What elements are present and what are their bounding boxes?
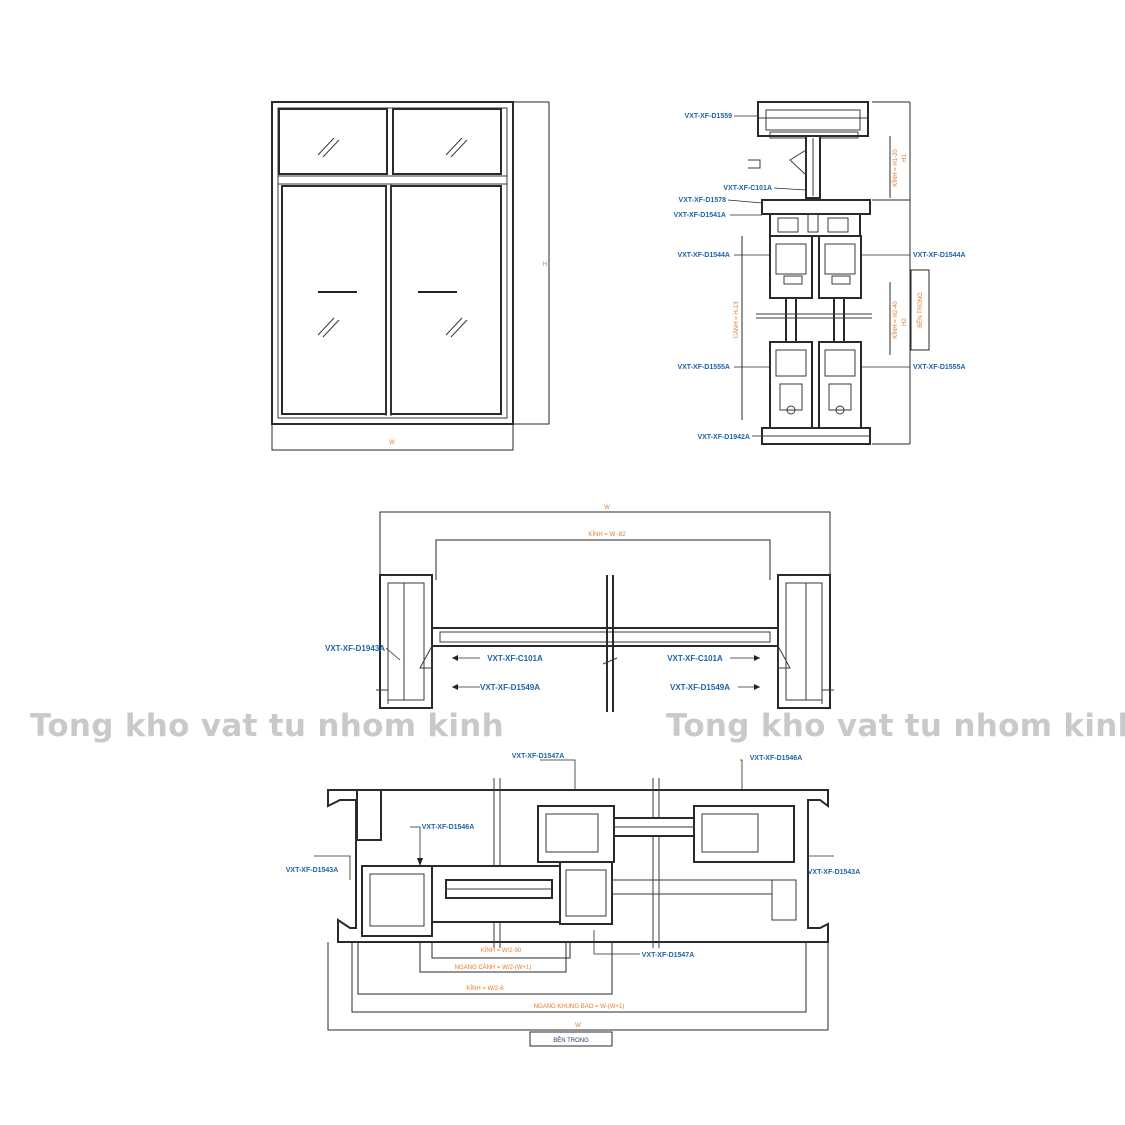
glass-top-dim: KÍNH = H1-20 <box>892 149 899 187</box>
sash-height-dim: CÁNH = H-13 <box>733 301 740 339</box>
label-head-rail: VXT-XF-D1578 <box>679 197 727 204</box>
label-left-sash-bottom: VXT-XF-D1555A <box>677 364 730 371</box>
label-rail-left: VXT-XF-D1549A <box>480 683 540 692</box>
section-glass-dim: KÍNH = W -82 <box>588 531 626 538</box>
label-right-sash-bottom: VXT-XF-D1555A <box>913 364 966 371</box>
plan-overall-dim: W <box>575 1023 581 1029</box>
horizontal-section: W KÍNH = W -82 VXT-XF-D1943A VXT- <box>325 505 834 712</box>
plan-label-bottom-center: VXT-XF-D1547A <box>642 952 695 959</box>
plan-section: KÍNH = W/2-90 NGANG CÁNH = W/2-(W+1) KÍN… <box>286 753 861 1047</box>
width-dim-label: W <box>389 440 395 446</box>
plan-label-inner-left: VXT-XF-D1546A <box>422 824 475 831</box>
h1-dim: H1 <box>902 154 908 162</box>
vertical-section: KÍNH = H1-20 H1 KÍNH = H2-40 H2 CÁNH = H… <box>673 101 966 445</box>
plan-glass-sash-dim: KÍNH = W/2-90 <box>481 947 522 954</box>
label-right-sash-top: VXT-XF-D1544A <box>913 252 966 259</box>
label-left-sash-top: VXT-XF-D1544A <box>677 252 730 259</box>
plan-label-top-right: VXT-XF-D1546A <box>750 755 803 762</box>
label-top-frame: VXT-XF-D1559 <box>685 113 733 120</box>
label-left-frame: VXT-XF-D1943A <box>325 644 385 653</box>
plan-label-left-frame: VXT-XF-D1543A <box>286 867 339 874</box>
plan-label-right-frame: VXT-XF-D1543A <box>808 869 861 876</box>
inside-label: BÊN TRONG <box>916 292 924 328</box>
glass-bottom-dim: KÍNH = H2-40 <box>892 301 899 339</box>
front-elevation: W H <box>271 101 550 451</box>
plan-sash-width-dim: NGANG CÁNH = W/2-(W+1) <box>455 964 532 971</box>
watermark-left: Tong kho vat tu nhom kinh <box>30 708 504 744</box>
plan-glass-half-dim: KÍNH = W/2-6 <box>466 985 504 992</box>
label-sill: VXT-XF-D1942A <box>697 434 750 441</box>
label-connector-right: VXT-XF-C101A <box>667 654 723 663</box>
plan-inside-label: BÊN TRONG <box>553 1036 589 1044</box>
label-head-track: VXT-XF-D1541A <box>673 212 726 219</box>
plan-label-top-center: VXT-XF-D1547A <box>512 753 565 760</box>
h2-dim: H2 <box>902 318 908 326</box>
label-connector: VXT-XF-C101A <box>723 185 772 192</box>
label-connector-left: VXT-XF-C101A <box>487 654 543 663</box>
height-dim-label: H <box>543 262 547 268</box>
section-width-dim: W <box>604 505 610 511</box>
plan-frame-width-dim: NGANG KHUNG BAO = W-(W+1) <box>534 1004 625 1010</box>
label-rail-right: VXT-XF-D1549A <box>670 683 730 692</box>
watermark-right: Tong kho vat tu nhom kinh <box>666 708 1125 744</box>
